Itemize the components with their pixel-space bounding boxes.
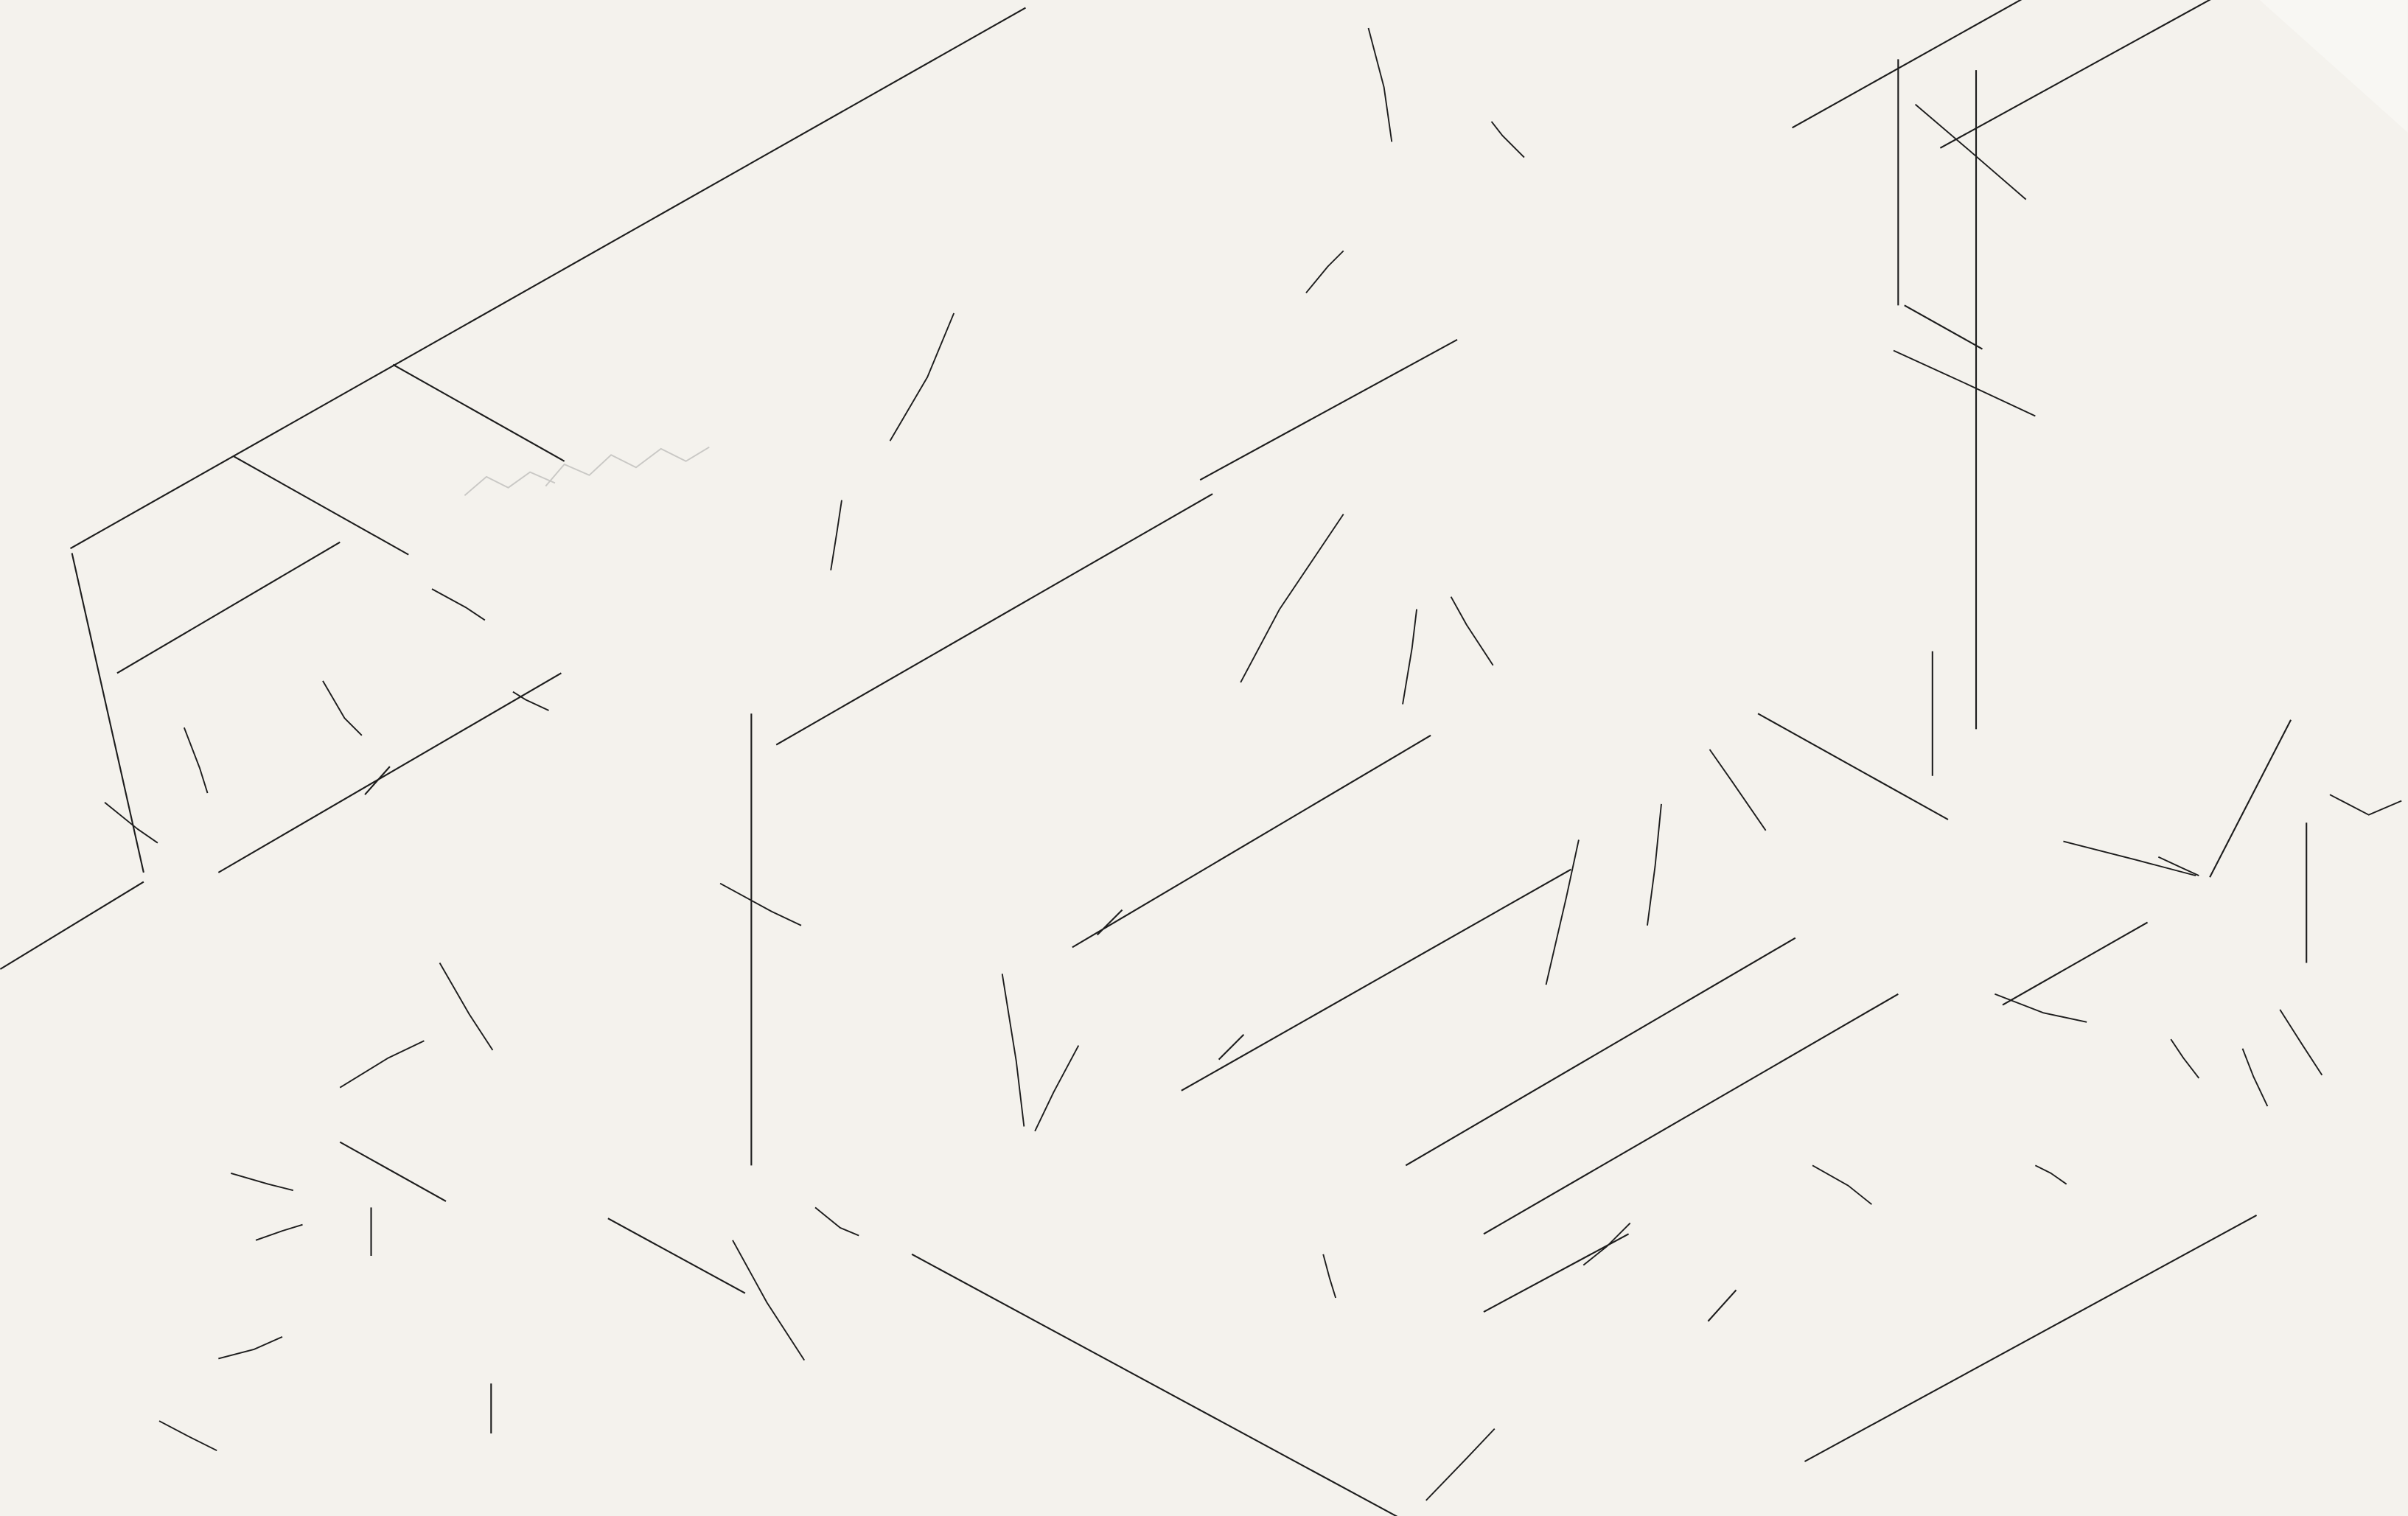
leader-line: [830, 500, 842, 570]
construction-line: [775, 493, 1213, 746]
construction-line: [364, 766, 391, 795]
leader-line: [2279, 1009, 2323, 1076]
construction-line: [116, 541, 341, 674]
leader-line: [1490, 121, 1525, 158]
construction-line: [1096, 909, 1123, 936]
leader-line: [1001, 974, 1025, 1127]
construction-line: [2209, 719, 2292, 878]
leader-line: [1240, 514, 1344, 683]
construction-line: [1483, 1233, 1630, 1313]
leader-line: [1425, 1428, 1496, 1501]
leader-line: [322, 680, 363, 736]
revision-cloud: [545, 446, 710, 487]
construction-line: [1199, 338, 1458, 481]
leader-line: [439, 963, 494, 1051]
construction-line: [1707, 1289, 1737, 1322]
leader-line: [732, 1240, 806, 1361]
leader-line: [1709, 749, 1767, 831]
revision-cloud: [464, 471, 556, 496]
leader-line: [1647, 803, 1662, 926]
construction-line: [1405, 937, 1796, 1167]
leader-line: [158, 1420, 217, 1452]
construction-line: [1757, 713, 1949, 820]
construction-line: [1181, 868, 1571, 1091]
leader-line: [512, 691, 549, 711]
leader-line: [2157, 856, 2199, 876]
leader-line: [255, 1223, 303, 1241]
leader-line: [1545, 839, 1580, 985]
leader-line: [814, 1206, 859, 1237]
construction-line: [1939, 0, 2211, 149]
leader-lines: [104, 27, 2402, 1501]
construction-line: [0, 881, 144, 970]
leader-line: [1322, 1254, 1337, 1299]
leader-line: [2329, 794, 2402, 816]
construction-line: [1904, 304, 1983, 350]
paper-highlight: [2259, 0, 2408, 133]
leader-line: [104, 802, 158, 844]
construction-line: [69, 7, 1026, 550]
construction-line: [71, 553, 144, 873]
leader-line: [1402, 609, 1418, 705]
construction-line: [339, 1141, 447, 1202]
leader-line: [2170, 1038, 2200, 1079]
construction-line: [1792, 0, 2023, 129]
construction-line: [911, 1253, 1398, 1516]
construction-line: [1218, 1034, 1245, 1061]
construction-line: [607, 1218, 746, 1294]
leader-line: [230, 1172, 294, 1192]
leader-line: [1450, 596, 1494, 666]
construction-line: [217, 672, 562, 873]
construction-line: [1804, 1215, 2258, 1462]
leader-line: [1367, 27, 1393, 142]
leader-line: [1893, 349, 2036, 417]
leader-line: [183, 727, 209, 794]
construction-line: [233, 455, 409, 556]
construction-line: [2002, 921, 2149, 1006]
leader-line: [1034, 1045, 1080, 1132]
leader-line: [339, 1040, 425, 1089]
leader-line: [2241, 1048, 2269, 1107]
leader-line: [2034, 1164, 2067, 1185]
leader-line: [1995, 993, 2087, 1023]
construction-line: [392, 363, 565, 462]
leader-line: [1914, 103, 2027, 200]
leader-line: [2063, 840, 2196, 877]
leader-line: [218, 1336, 283, 1360]
construction-line: [1072, 734, 1431, 949]
construction-line: [1483, 993, 1899, 1235]
revision-clouds: [464, 446, 710, 496]
leader-line: [719, 882, 802, 926]
leader-line: [431, 588, 486, 621]
leader-line: [1582, 1222, 1631, 1266]
leader-line: [1812, 1164, 1872, 1205]
leader-line: [889, 312, 955, 441]
leader-line: [1305, 250, 1344, 294]
